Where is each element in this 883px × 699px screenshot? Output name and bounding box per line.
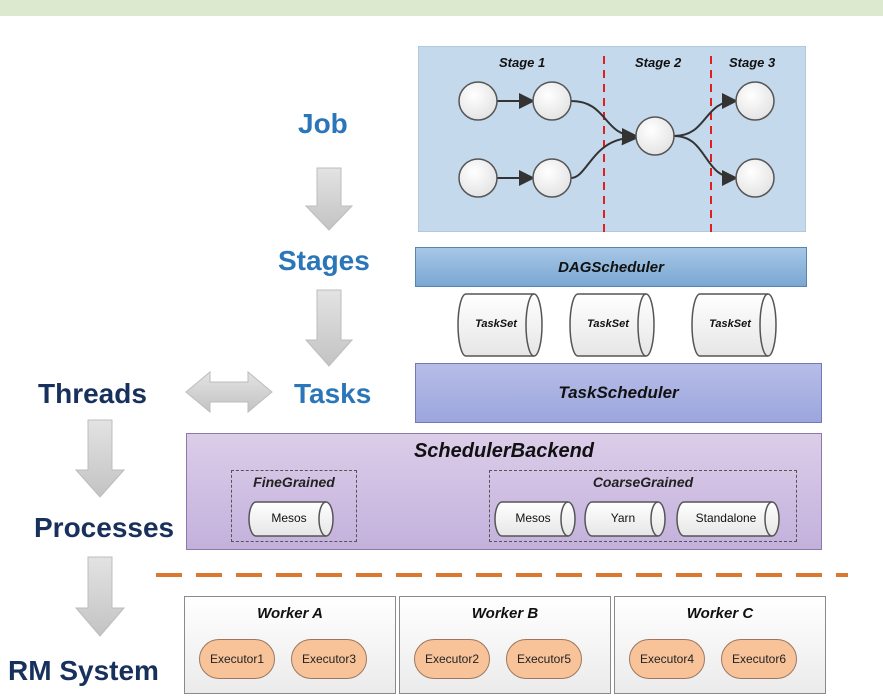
executor-3: Executor3 bbox=[291, 639, 367, 679]
job-label: Job bbox=[298, 108, 348, 139]
coarse-mesos-label: Mesos bbox=[515, 511, 551, 525]
fine-grained-group: FineGrained bbox=[231, 470, 357, 542]
taskset-2: TaskSet bbox=[572, 312, 644, 336]
taskset-3-label: TaskSet bbox=[709, 318, 751, 330]
process-rm-divider bbox=[156, 573, 848, 577]
fine-mesos: Mesos bbox=[252, 508, 326, 528]
fine-mesos-label: Mesos bbox=[271, 511, 307, 525]
arrow-job-to-stages bbox=[304, 167, 354, 231]
scheduler-backend-box: SchedulerBackend FineGrained CoarseGrain… bbox=[186, 433, 822, 550]
tasks-label: Tasks bbox=[294, 378, 372, 409]
rm-system-label: RM System bbox=[8, 655, 159, 686]
executor-5: Executor5 bbox=[506, 639, 582, 679]
executor-1: Executor1 bbox=[199, 639, 275, 679]
worker-b: Worker B Executor2 Executor5 bbox=[399, 596, 611, 694]
worker-a-title: Worker A bbox=[257, 605, 323, 622]
executor-4: Executor4 bbox=[629, 639, 705, 679]
coarse-standalone: Standalone bbox=[680, 508, 772, 528]
executor-6: Executor6 bbox=[721, 639, 797, 679]
processes-label: Processes bbox=[34, 512, 175, 543]
stage-3-label: Stage 3 bbox=[729, 55, 776, 70]
taskset-3: TaskSet bbox=[694, 312, 766, 336]
taskset-2-label: TaskSet bbox=[587, 318, 629, 330]
worker-b-title: Worker B bbox=[471, 605, 539, 622]
dag-scheduler-label: DAGScheduler bbox=[558, 258, 664, 276]
executor-2: Executor2 bbox=[414, 639, 490, 679]
arrow-processes-to-rm bbox=[74, 556, 126, 637]
top-strip bbox=[0, 0, 883, 16]
arrow-threads-tasks-bidirectional bbox=[185, 370, 273, 414]
taskset-1: TaskSet bbox=[460, 312, 532, 336]
arrow-stages-to-tasks bbox=[304, 289, 354, 367]
scheduler-backend-title: SchedulerBackend bbox=[413, 440, 595, 462]
fine-grained-title: FineGrained bbox=[253, 474, 335, 490]
task-scheduler-label: TaskScheduler bbox=[558, 383, 679, 402]
stages-label: Stages bbox=[278, 245, 370, 276]
coarse-yarn-label: Yarn bbox=[610, 511, 636, 525]
arrow-threads-to-processes bbox=[74, 419, 126, 498]
threads-label: Threads bbox=[38, 378, 147, 409]
stage-2-label: Stage 2 bbox=[635, 55, 682, 70]
coarse-standalone-label: Standalone bbox=[695, 511, 757, 525]
coarse-mesos: Mesos bbox=[498, 508, 568, 528]
task-scheduler-box: TaskScheduler bbox=[415, 363, 822, 423]
coarse-yarn: Yarn bbox=[588, 508, 658, 528]
worker-c-title: Worker C bbox=[686, 605, 754, 622]
coarse-grained-group: CoarseGrained bbox=[489, 470, 797, 542]
stage-1-label: Stage 1 bbox=[499, 55, 546, 70]
taskset-1-label: TaskSet bbox=[475, 318, 517, 330]
coarse-grained-title: CoarseGrained bbox=[592, 474, 694, 490]
worker-a: Worker A Executor1 Executor3 bbox=[184, 596, 396, 694]
worker-c: Worker C Executor4 Executor6 bbox=[614, 596, 826, 694]
dag-panel bbox=[418, 46, 806, 232]
dag-scheduler-box: DAGScheduler bbox=[415, 247, 807, 287]
